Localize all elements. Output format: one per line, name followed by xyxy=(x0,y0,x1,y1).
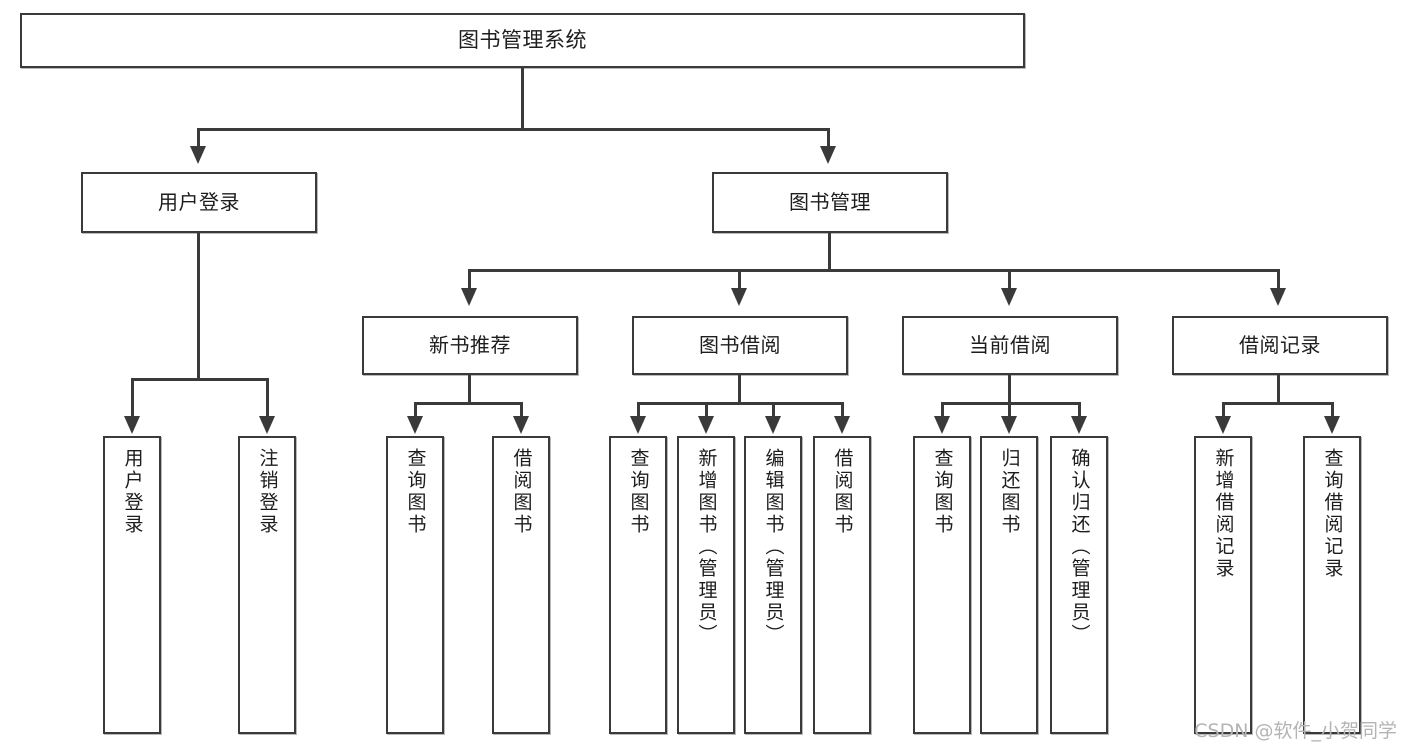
connector-bm-drop-1 xyxy=(468,269,471,290)
arrow-to-leaf-cb-query-book xyxy=(934,416,950,434)
connector-nbr-drop-2 xyxy=(520,402,523,418)
node-book-borrow[interactable]: 图书借阅 xyxy=(632,316,848,375)
leaf-nbr-query-book[interactable]: 查询图书 xyxy=(386,436,444,734)
node-label: 借阅图书 xyxy=(831,448,854,536)
node-label: 图书借阅 xyxy=(699,333,781,357)
arrow-to-leaf-nbr-borrow-book xyxy=(513,416,529,434)
node-label: 用户登录 xyxy=(158,190,240,214)
node-label: 新增借阅记录 xyxy=(1212,448,1235,580)
csdn-watermark: CSDN @软件_小贺同学 xyxy=(1194,720,1397,742)
node-label: 查询图书 xyxy=(931,448,954,536)
connector-bb-bus xyxy=(637,402,844,405)
connector-nbr-bus xyxy=(414,402,523,405)
connector-bm-drop-4 xyxy=(1277,269,1280,290)
connector-root-drop-right xyxy=(827,128,830,148)
connector-bm-drop-3 xyxy=(1008,269,1011,290)
node-label: 借阅图书 xyxy=(510,448,533,536)
connector-cb-drop-2 xyxy=(1008,402,1011,418)
arrow-to-leaf-nbr-query-book xyxy=(407,416,423,434)
arrow-to-leaf-br-query-record xyxy=(1324,416,1340,434)
arrow-to-borrow-record xyxy=(1270,288,1286,306)
connector-user-login-bus xyxy=(131,378,269,381)
leaf-user-login[interactable]: 用户登录 xyxy=(103,436,161,734)
arrow-to-user-login xyxy=(190,146,206,164)
connector-bb-drop-4 xyxy=(841,402,844,418)
node-new-book-recommend[interactable]: 新书推荐 xyxy=(362,316,578,375)
connector-bb-drop-2 xyxy=(705,402,708,418)
connector-root-stem xyxy=(521,68,524,130)
node-label: 图书管理 xyxy=(789,190,871,214)
arrow-to-leaf-bb-borrow-book xyxy=(834,416,850,434)
leaf-bb-borrow-book[interactable]: 借阅图书 xyxy=(813,436,871,734)
leaf-br-add-record[interactable]: 新增借阅记录 xyxy=(1194,436,1252,734)
arrow-to-leaf-br-add-record xyxy=(1215,416,1231,434)
leaf-bb-query-book[interactable]: 查询图书 xyxy=(609,436,667,734)
connector-nbr-drop-1 xyxy=(414,402,417,418)
connector-cb-bus xyxy=(941,402,1081,405)
connector-bm-drop-2 xyxy=(738,269,741,290)
node-label: 归还图书 xyxy=(998,448,1021,536)
node-label: 新书推荐 xyxy=(429,333,511,357)
connector-cb-drop-3 xyxy=(1078,402,1081,418)
node-book-management[interactable]: 图书管理 xyxy=(712,172,948,233)
arrow-to-book-borrow xyxy=(731,288,747,306)
connector-user-login-drop-1 xyxy=(131,378,134,418)
node-label: 新增图书（管理员） xyxy=(695,448,718,646)
arrow-to-leaf-bb-query-book xyxy=(630,416,646,434)
connector-br-drop-2 xyxy=(1331,402,1334,418)
leaf-nbr-borrow-book[interactable]: 借阅图书 xyxy=(492,436,550,734)
connector-user-login-drop-2 xyxy=(266,378,269,418)
connector-bb-drop-1 xyxy=(637,402,640,418)
connector-br-stem xyxy=(1277,375,1280,404)
arrow-to-leaf-user-login xyxy=(124,416,140,434)
node-label: 查询图书 xyxy=(627,448,650,536)
connector-user-login-stem xyxy=(197,233,200,380)
node-label: 图书管理系统 xyxy=(458,28,587,53)
connector-br-drop-1 xyxy=(1222,402,1225,418)
node-label: 查询借阅记录 xyxy=(1321,448,1344,580)
node-borrow-record[interactable]: 借阅记录 xyxy=(1172,316,1388,375)
connector-cb-drop-1 xyxy=(941,402,944,418)
connector-cb-stem xyxy=(1008,375,1011,404)
connector-root-bus xyxy=(197,128,829,131)
arrow-to-book-management xyxy=(820,146,836,164)
arrow-to-current-borrow xyxy=(1001,288,1017,306)
node-label: 借阅记录 xyxy=(1239,333,1321,357)
arrow-to-leaf-bb-add-book xyxy=(698,416,714,434)
leaf-br-query-record[interactable]: 查询借阅记录 xyxy=(1303,436,1361,734)
leaf-cb-return-book[interactable]: 归还图书 xyxy=(980,436,1038,734)
node-label: 查询图书 xyxy=(404,448,427,536)
connector-book-management-bus xyxy=(468,269,1280,272)
arrow-to-leaf-cb-confirm-return xyxy=(1071,416,1087,434)
leaf-cb-confirm-return[interactable]: 确认归还（管理员） xyxy=(1050,436,1108,734)
leaf-cb-query-book[interactable]: 查询图书 xyxy=(913,436,971,734)
node-label: 确认归还（管理员） xyxy=(1068,448,1091,646)
leaf-logout[interactable]: 注销登录 xyxy=(238,436,296,734)
connector-br-bus xyxy=(1222,402,1334,405)
arrow-to-leaf-bb-edit-book xyxy=(765,416,781,434)
node-label: 注销登录 xyxy=(256,448,279,536)
arrow-to-new-book-recommend xyxy=(461,288,477,306)
connector-nbr-stem xyxy=(468,375,471,404)
connector-bb-drop-3 xyxy=(772,402,775,418)
connector-bb-stem xyxy=(738,375,741,404)
connector-book-management-stem xyxy=(828,233,831,270)
node-label: 编辑图书（管理员） xyxy=(762,448,785,646)
connector-root-drop-left xyxy=(197,128,200,148)
arrow-to-leaf-logout xyxy=(259,416,275,434)
node-user-login[interactable]: 用户登录 xyxy=(81,172,317,233)
arrow-to-leaf-cb-return-book xyxy=(1001,416,1017,434)
node-current-borrow[interactable]: 当前借阅 xyxy=(902,316,1118,375)
node-root-book-management-system[interactable]: 图书管理系统 xyxy=(20,13,1025,68)
node-label: 当前借阅 xyxy=(969,333,1051,357)
leaf-bb-add-book[interactable]: 新增图书（管理员） xyxy=(677,436,735,734)
node-label: 用户登录 xyxy=(121,448,144,536)
leaf-bb-edit-book[interactable]: 编辑图书（管理员） xyxy=(744,436,802,734)
